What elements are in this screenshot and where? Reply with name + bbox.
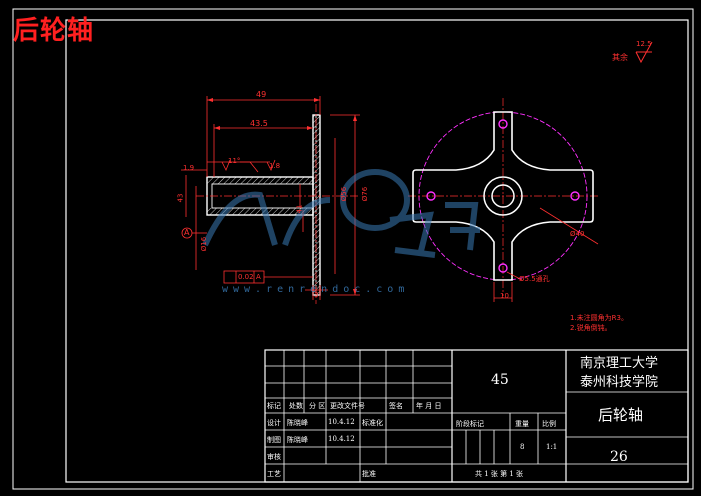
hdr-date: 年 月 日 xyxy=(416,402,442,410)
dim-49: 49 xyxy=(256,90,267,99)
dim-40: Ø40 xyxy=(570,230,585,238)
row-check-label: 审核 xyxy=(267,453,281,461)
dim-1-8: 1.8 xyxy=(269,162,281,170)
roughness-value: 12.5 xyxy=(636,40,652,48)
part-name: 后轮轴 xyxy=(598,406,644,424)
title-block xyxy=(264,349,689,483)
tolerance-value: 0.02 xyxy=(238,273,254,281)
front-view xyxy=(408,98,600,302)
weight-header: 重量 xyxy=(515,420,529,428)
note-2: 2.锐角倒钝。 xyxy=(570,324,612,332)
dim-56: Ø56 xyxy=(340,186,349,202)
weight-value: 8 xyxy=(520,443,525,451)
dim-76: Ø76 xyxy=(361,186,370,202)
scale-header: 比例 xyxy=(542,420,556,428)
roughness-label: 其余 xyxy=(612,53,628,62)
dim-11: 11° xyxy=(228,157,241,165)
hdr-sign: 签名 xyxy=(389,402,403,410)
stage-mark-header: 阶段标记 xyxy=(456,420,484,428)
scale-value: 1:1 xyxy=(546,443,558,451)
drawing-number: 26 xyxy=(610,449,628,465)
drawing-title: 后轮轴 xyxy=(13,16,95,46)
row-draw-name: 陈晓峰 xyxy=(287,436,308,444)
school-name-2: 泰州科技学院 xyxy=(580,375,659,390)
dim-5-5-hole: Ø5.5通孔 xyxy=(519,275,550,283)
hdr-count: 处数 xyxy=(289,402,303,410)
dim-43: 43 xyxy=(176,193,185,203)
row-draw-date: 10.4.12 xyxy=(328,435,355,443)
row-design-std: 标准化 xyxy=(362,419,383,427)
row-design-label: 设计 xyxy=(267,419,281,427)
hdr-change-doc: 更改文件号 xyxy=(330,402,365,410)
tolerance-ref: A xyxy=(256,273,261,281)
dim-41: 41 xyxy=(295,204,304,214)
dim-3: 3 xyxy=(314,291,319,299)
note-1: 1.未注圆角为R3。 xyxy=(570,314,628,322)
dim-1-9: 1.9 xyxy=(183,164,195,172)
row-approve-label: 批准 xyxy=(362,470,376,478)
watermark-logo xyxy=(202,169,480,258)
row-design-date: 10.4.12 xyxy=(328,418,355,426)
dim-16: Ø16 xyxy=(200,236,209,252)
sheet-count: 共 1 张 第 1 张 xyxy=(475,470,524,478)
row-draw-label: 制图 xyxy=(267,436,281,444)
dim-43-5: 43.5 xyxy=(250,119,268,128)
hdr-mark: 标记 xyxy=(267,402,281,410)
material: 45 xyxy=(491,372,509,388)
school-name-1: 南京理工大学 xyxy=(580,356,659,371)
watermark-url: www.renrendoc.com xyxy=(222,284,410,295)
hdr-zone: 分 区 xyxy=(309,402,326,410)
row-process-label: 工艺 xyxy=(267,470,281,478)
datum-label: A xyxy=(184,228,190,237)
row-design-name: 陈晓峰 xyxy=(287,419,308,427)
dim-10: 10 xyxy=(500,292,509,300)
